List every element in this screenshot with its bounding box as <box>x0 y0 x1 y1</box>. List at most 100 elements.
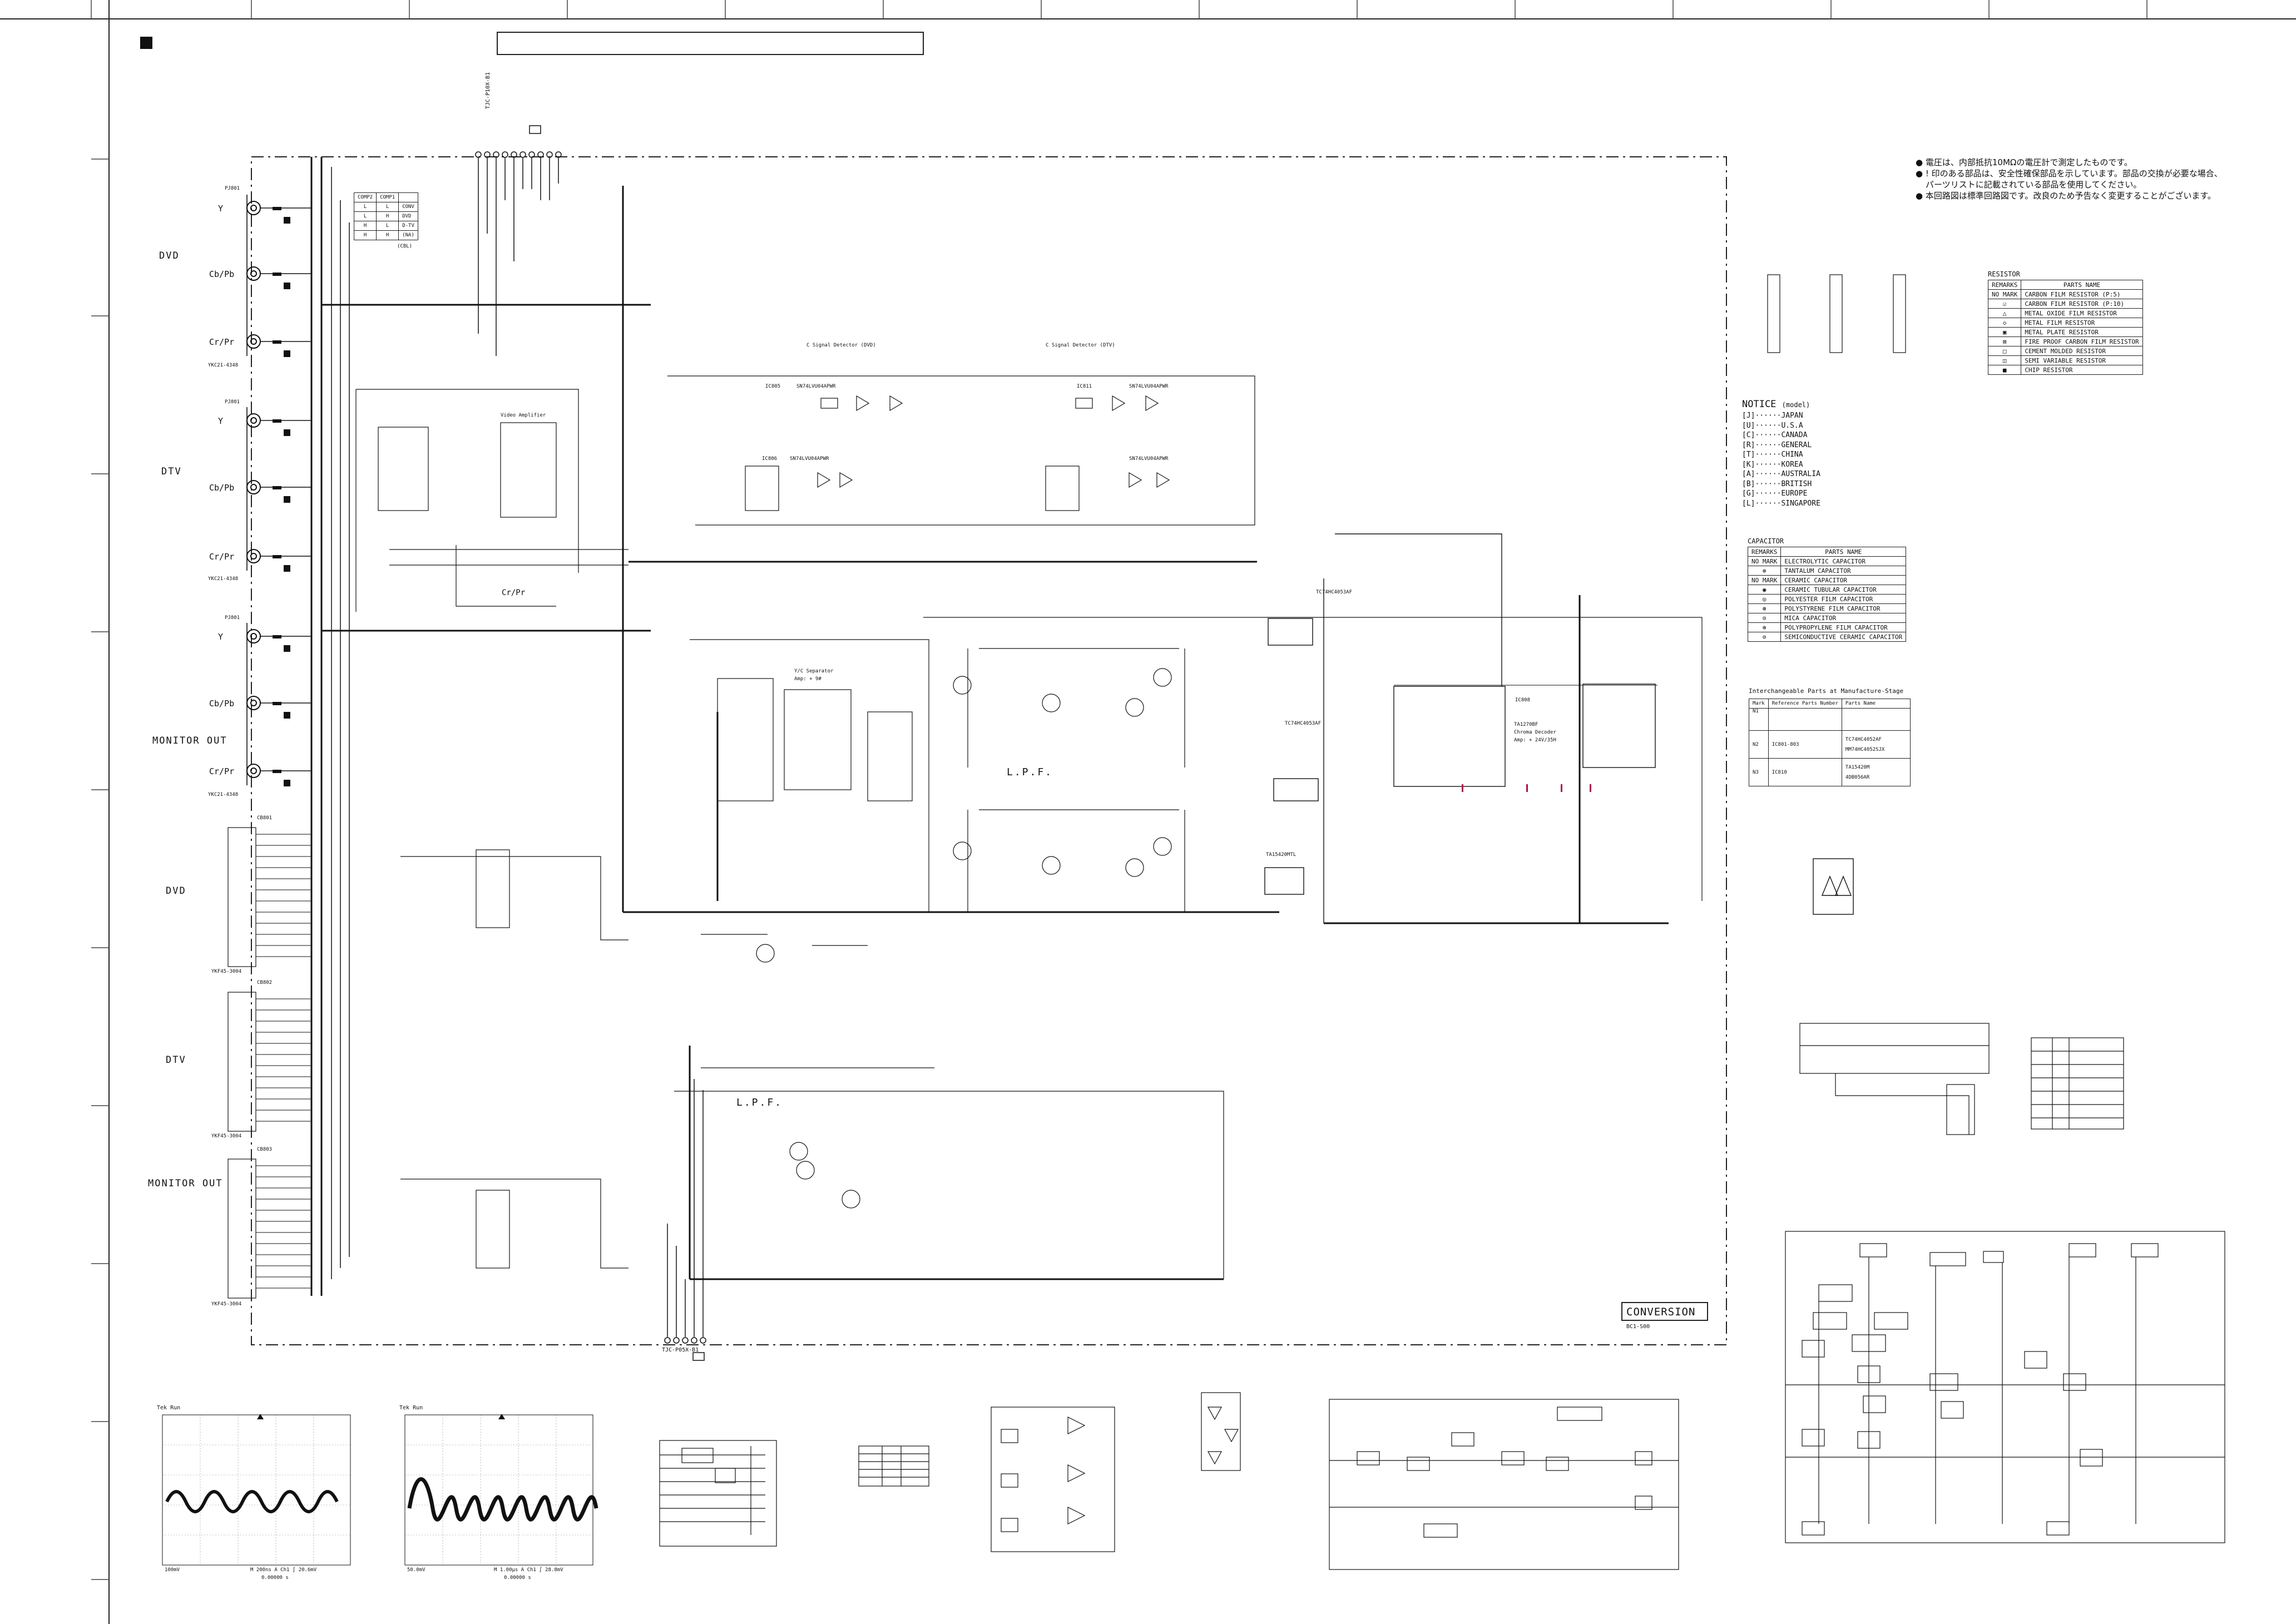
model-name: AUSTRALIA <box>1781 470 1820 478</box>
model-name: KOREA <box>1781 460 1803 469</box>
scope2-ch: 50.0mV <box>407 1567 425 1573</box>
res-cell: NO MARK <box>1987 289 2022 299</box>
jack-ref-dvd: PJ801 <box>225 186 240 191</box>
ic-h: Parts Name <box>1841 699 1911 709</box>
scope2-brand-text: Tek <box>399 1405 410 1411</box>
jack-mon-cr: Cr/Pr <box>209 766 235 776</box>
notice-title: NOTICE <box>1742 399 1777 410</box>
ic-cell: TC74HC4052AF MM74HC4052SJX <box>1841 730 1911 759</box>
res-cell: CHIP RESISTOR <box>2021 365 2143 375</box>
ic801-part: SN74LVU04APWR <box>1129 456 1169 462</box>
res-cell: METAL OXIDE FILM RESISTOR <box>2021 308 2143 318</box>
jack-mon-cb: Cb/Pb <box>209 699 235 709</box>
board-code: BC1-S00 <box>1626 1324 1650 1330</box>
res-h: PARTS NAME <box>2021 280 2143 290</box>
res-cell: METAL PLATE RESISTOR <box>2021 327 2143 337</box>
scope2-trig: 0.00000 s <box>504 1575 531 1581</box>
scope1-brand-text: Tek <box>157 1405 167 1411</box>
model-name: JAPAN <box>1781 412 1803 420</box>
ic-h: Mark <box>1749 699 1769 709</box>
cap-cell: CERAMIC TUBULAR CAPACITOR <box>1780 585 1907 595</box>
model-name: U.S.A <box>1781 421 1803 430</box>
cap-symbol: ⊛ <box>1747 603 1782 613</box>
cb801-part: YKF45-3004 <box>211 969 242 974</box>
chroma-amp: Amp: + 24V/35H <box>1514 737 1556 743</box>
ic806-part: SN74LVU04APWR <box>790 456 829 462</box>
cap-symbol: ⊙ <box>1747 613 1782 623</box>
model-code: [R] <box>1742 440 1755 449</box>
cap-h: REMARKS <box>1747 547 1782 557</box>
tt-cell: (NA) <box>398 230 418 240</box>
model-name: CANADA <box>1781 431 1808 439</box>
model-code: [J] <box>1742 412 1755 420</box>
res-cell: CARBON FILM RESISTOR (P:5) <box>2021 289 2143 299</box>
ic805-part: SN74LVU04APWR <box>796 384 836 389</box>
note-line: パーツリストに記載されている部品を使用してください。 <box>1926 180 2142 190</box>
jack-dtv-y: Y <box>218 416 224 426</box>
scope1-ch: 100mV <box>165 1567 180 1573</box>
res-symbol: △ <box>1987 308 2022 318</box>
cap-cell: CERAMIC CAPACITOR <box>1780 575 1907 585</box>
model-code: [U] <box>1742 421 1755 430</box>
res-symbol: □ <box>1987 346 2022 356</box>
cap-cell: NO MARK <box>1747 575 1782 585</box>
cb801: CB801 <box>257 815 273 821</box>
ic808-label: IC808 <box>1515 697 1531 703</box>
jack-dvd-y: Y <box>218 204 224 214</box>
model-name: BRITISH <box>1781 479 1812 488</box>
jack-mon-y: Y <box>218 632 224 642</box>
yc-sep-label: Y/C Separator <box>794 669 834 674</box>
tt-cell: H <box>376 211 399 221</box>
conn-dvd: YKC21-4348 <box>208 363 239 368</box>
tt-cell: L <box>376 202 399 212</box>
chroma-ic: TA1270BF <box>1514 722 1538 727</box>
capacitor-title: CAPACITOR <box>1748 537 1784 545</box>
tt-h0: COMP2 <box>353 192 377 202</box>
model-code: [A] <box>1742 470 1755 478</box>
conn-dtv: YKC21-4348 <box>208 576 239 582</box>
interchange-title: Interchangeable Parts at Manufacture-Sta… <box>1749 687 1904 695</box>
cb802-part: YKF45-3004 <box>211 1133 242 1139</box>
lpf-label-1: L.P.F. <box>1007 766 1053 778</box>
bottom-connector-label: TJC-P05X-B1 <box>662 1347 699 1353</box>
jack-ref-dtv: PJ801 <box>225 399 240 405</box>
cap-symbol: ◎ <box>1747 594 1782 604</box>
model-name: CHINA <box>1781 450 1803 459</box>
cap-cell: NO MARK <box>1747 556 1782 566</box>
tt-note: (CBL) <box>397 244 413 249</box>
cap-h: PARTS NAME <box>1780 547 1907 557</box>
res-cell: FIRE PROOF CARBON FILM RESISTOR <box>2021 336 2143 346</box>
scope1-mode: Run <box>170 1405 181 1411</box>
scope1-time: M 200ns A Ch1 ∫ 20.6mV <box>250 1567 317 1573</box>
cap-symbol: ⊘ <box>1747 632 1782 642</box>
ic-cell: TA15420M 4DB056AR <box>1841 758 1911 786</box>
cap-cell: ELECTROLYTIC CAPACITOR <box>1780 556 1907 566</box>
lower-label-monitor-out: MONITOR OUT <box>148 1178 223 1189</box>
res-symbol: ◇ <box>1987 318 2022 328</box>
section-label-dtv: DTV <box>161 466 182 477</box>
cap-cell: TANTALUM CAPACITOR <box>1780 566 1907 576</box>
ic-cell: N3 <box>1749 758 1769 786</box>
scope2-time: M 1.00µs A Ch1 ∫ 28.8mV <box>494 1567 563 1573</box>
tt-h2 <box>398 192 418 202</box>
cap-cell: POLYSTYRENE FILM CAPACITOR <box>1780 603 1907 613</box>
res-cell: SEMI VARIABLE RESISTOR <box>2021 355 2143 365</box>
model-name: GENERAL <box>1781 440 1812 449</box>
top-connector-label: TJC-P10X-B1 <box>485 72 491 109</box>
model-code: [L] <box>1742 499 1755 508</box>
section-label-monitor-out: MONITOR OUT <box>152 735 227 746</box>
tc74-label: TC74HC4053AF <box>1316 590 1353 595</box>
c-signal-dvd-label: C Signal Detector (DVD) <box>806 343 876 348</box>
model-code: [K] <box>1742 460 1755 469</box>
note-line: ● 本回路図は標準回路図です。改良のため予告なく変更することがございます。 <box>1916 191 2216 201</box>
ic811-part: SN74LVU04APWR <box>1129 384 1169 389</box>
scope1-brand: Tek Run <box>157 1405 180 1411</box>
notice-subtitle: (model) <box>1782 401 1810 409</box>
ic-cell: N2 <box>1749 730 1769 759</box>
res-symbol: ▣ <box>1987 327 2022 337</box>
note-line: ● ! 印のある部品は、安全性確保部品を示しています。部品の交換が必要な場合、 <box>1916 169 2223 179</box>
